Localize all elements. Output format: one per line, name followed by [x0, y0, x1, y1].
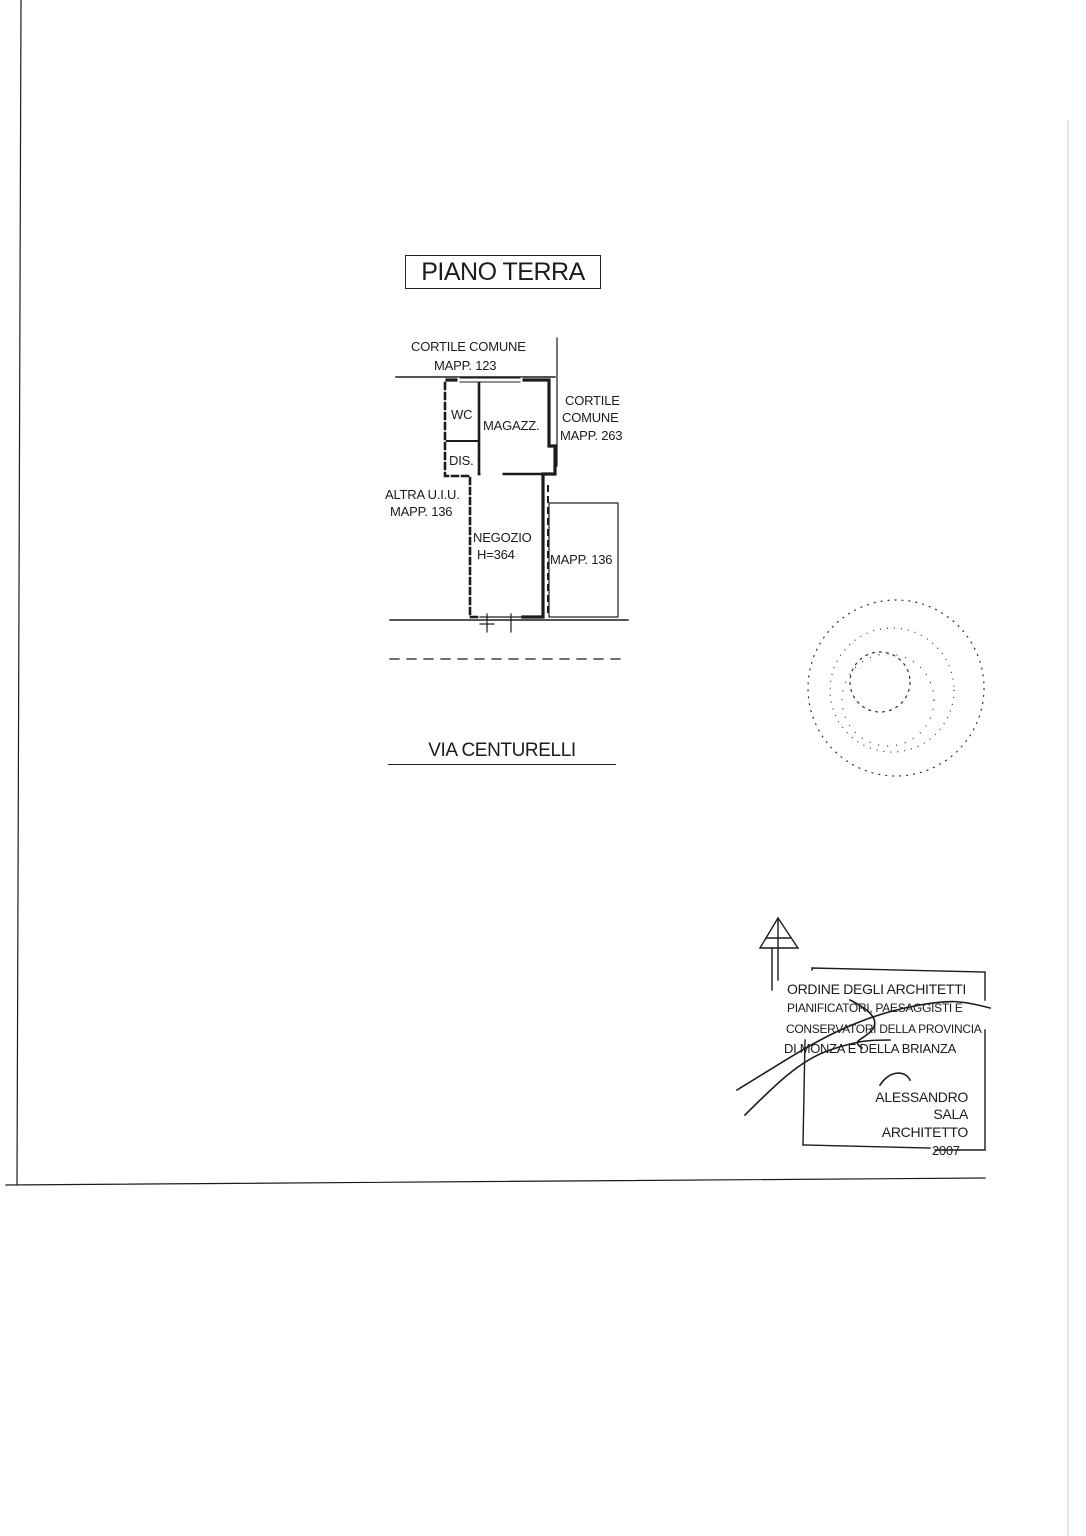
room-label-wc: WC	[451, 407, 473, 422]
stamp-line-3: CONSERVATORI DELLA PROVINCIA	[786, 1022, 982, 1036]
label-cortile-east: CORTILE	[565, 393, 620, 408]
label-mapp-136-west: MAPP. 136	[390, 504, 453, 519]
adjacent-mapp-136-east	[548, 502, 619, 618]
stamp-frame	[802, 967, 986, 1151]
stamp-line-1: ORDINE DEGLI ARCHITETTI	[787, 981, 967, 997]
plan-title: PIANO TERRA	[405, 255, 601, 289]
stamp-number: 2007	[932, 1143, 960, 1158]
stamp-line-4: DI MONZA E DELLA BRIANZA	[784, 1041, 956, 1056]
label-cortile-comune-north: CORTILE COMUNE	[411, 339, 526, 354]
seal-stamp-icon	[807, 599, 985, 777]
frame-bottom-line	[5, 1177, 986, 1186]
room-label-dis: DIS.	[449, 453, 474, 468]
stamp-name-last: SALA	[933, 1106, 968, 1122]
label-comune-east: COMUNE	[562, 410, 619, 425]
west-dashed-wall	[443, 381, 482, 619]
stamp-line-2: PIANIFICATORI, PAESAGGISTI E	[787, 1001, 963, 1015]
frame-left-line	[16, 0, 22, 1186]
stamp-name-first: ALESSANDRO	[875, 1089, 968, 1105]
street-name: VIA CENTURELLI	[388, 740, 616, 765]
label-altra-uiu: ALTRA U.I.U.	[385, 487, 460, 502]
label-mapp-136-east: MAPP. 136	[550, 552, 613, 567]
room-height: H=364	[477, 547, 515, 562]
room-label-magazz: MAGAZZ.	[483, 418, 540, 433]
label-mapp-263: MAPP. 263	[560, 428, 623, 443]
room-label-negozio: NEGOZIO	[473, 530, 532, 545]
north-arrow-icon	[758, 916, 800, 991]
label-mapp-123: MAPP. 123	[434, 358, 497, 373]
signature-scribble	[735, 998, 991, 1117]
stamp-role: ARCHITETTO	[881, 1124, 969, 1140]
building-outline	[445, 378, 557, 619]
